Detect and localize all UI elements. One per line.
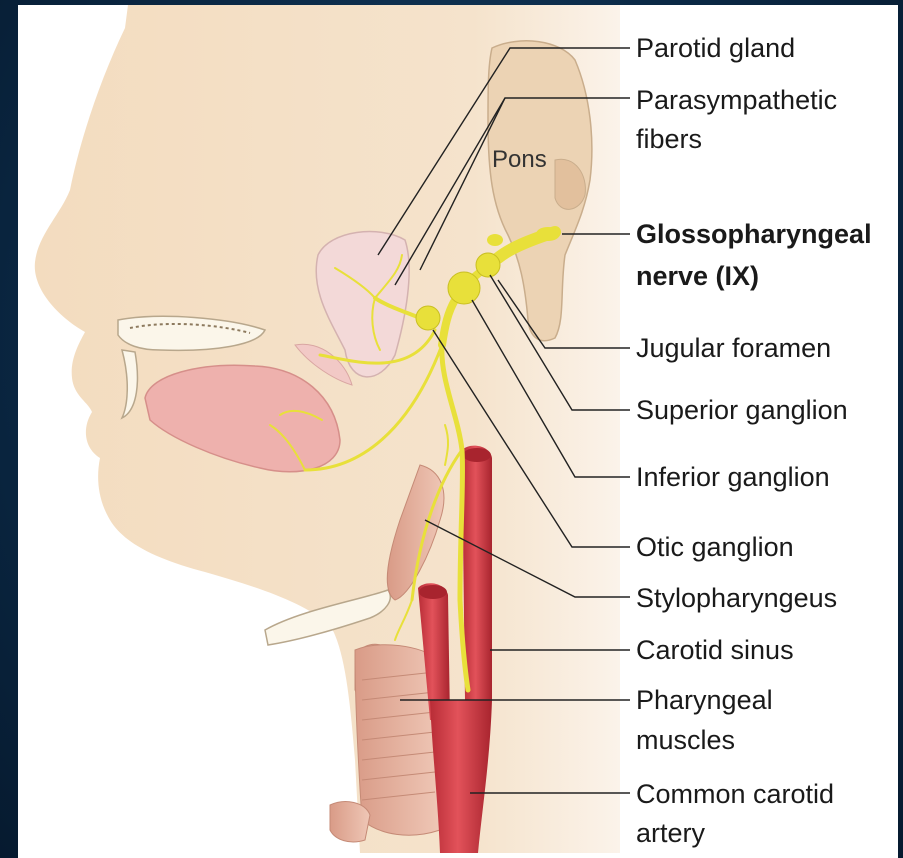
otic-ganglion bbox=[416, 306, 440, 330]
label-jugular-foramen: Jugular foramen bbox=[636, 330, 831, 367]
nerve-root-upper bbox=[487, 234, 503, 246]
label-parasympathetic: Parasympathetic bbox=[636, 82, 837, 119]
superior-ganglion bbox=[476, 253, 500, 277]
label-pharyngeal: Pharyngeal bbox=[636, 682, 773, 719]
label-carotid-sinus: Carotid sinus bbox=[636, 632, 794, 669]
label-fibers: fibers bbox=[636, 121, 702, 158]
pons-label: Pons bbox=[492, 146, 547, 174]
label-otic-ganglion: Otic ganglion bbox=[636, 529, 794, 566]
label-stylopharyngeus: Stylopharyngeus bbox=[636, 580, 837, 617]
label-muscles: muscles bbox=[636, 722, 735, 759]
label-artery: artery bbox=[636, 815, 705, 852]
inferior-ganglion bbox=[448, 272, 480, 304]
label-inferior-ganglion: Inferior ganglion bbox=[636, 459, 830, 496]
lower-muscle-fragment bbox=[330, 802, 370, 842]
label-glossopharyngeal: Glossopharyngeal bbox=[636, 216, 872, 253]
label-parotid-gland: Parotid gland bbox=[636, 30, 795, 67]
label-nerve-ix: nerve (IX) bbox=[636, 258, 759, 295]
nerve-root bbox=[536, 227, 560, 241]
label-superior-ganglion: Superior ganglion bbox=[636, 392, 848, 429]
internal-carotid-opening bbox=[419, 585, 447, 599]
label-common-carotid: Common carotid bbox=[636, 776, 834, 813]
external-carotid-opening bbox=[463, 448, 491, 462]
